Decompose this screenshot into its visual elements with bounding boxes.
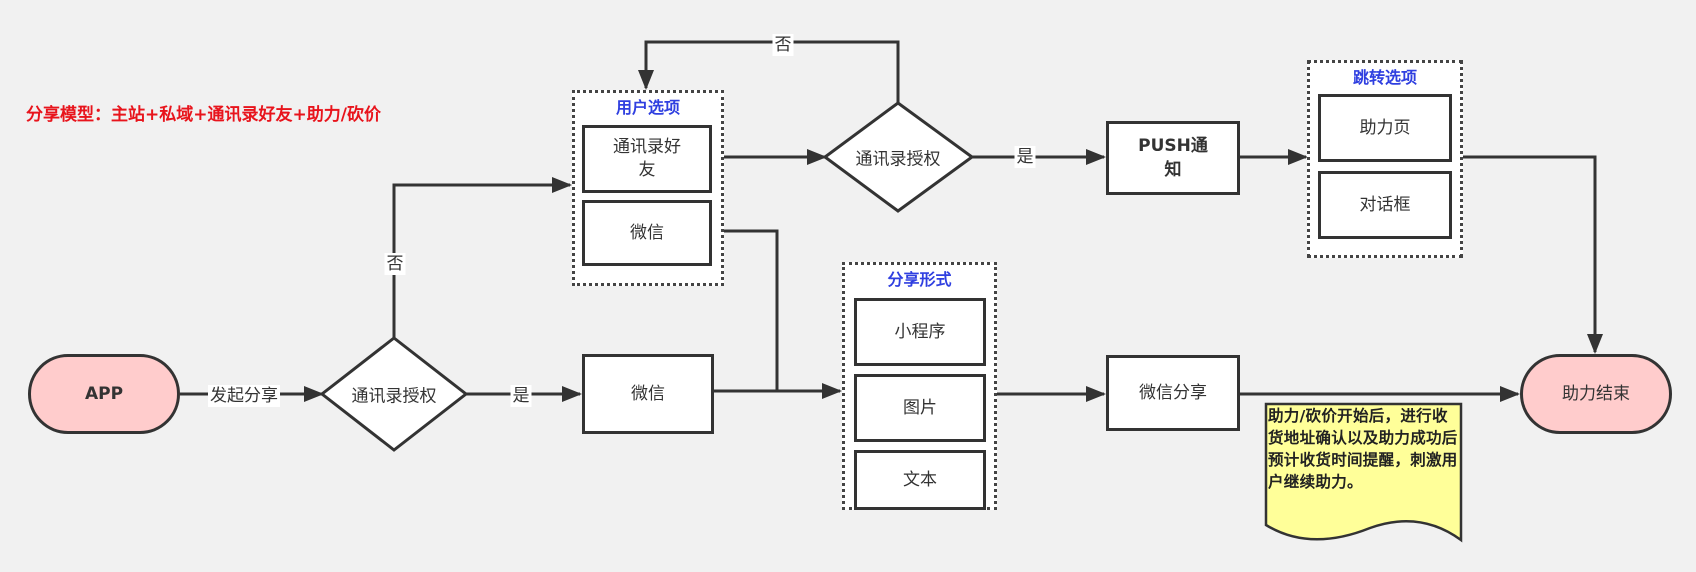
edge-label-start-share: 发起分享 xyxy=(208,385,280,407)
share-form-image: 图片 xyxy=(854,374,986,442)
push-label: PUSH通 知 xyxy=(1138,136,1208,180)
end-node: 助力结束 xyxy=(1520,354,1672,434)
note-shape xyxy=(1264,402,1463,543)
jump-option-dialog: 对话框 xyxy=(1318,171,1452,239)
edge-label-no2: 否 xyxy=(772,34,794,56)
decision1-shape xyxy=(319,336,469,452)
diagram-title: 分享模型：主站+私域+通讯录好友+助力/砍价 xyxy=(26,105,381,125)
decision1-label: 通讯录授权 xyxy=(351,386,437,407)
user-option-wechat: 微信 xyxy=(582,200,712,266)
wechat-share-node: 微信分享 xyxy=(1106,355,1240,431)
share-forms-title: 分享形式 xyxy=(887,270,952,289)
jump-option-assist-page-label: 助力页 xyxy=(1359,118,1411,138)
edge-decision1-no xyxy=(392,177,572,338)
jump-option-dialog-label: 对话框 xyxy=(1359,195,1411,215)
edge-decision2-no xyxy=(638,40,900,103)
edge-jump-to-end xyxy=(1461,155,1603,354)
share-form-text: 文本 xyxy=(854,450,986,510)
jump-options-title: 跳转选项 xyxy=(1352,68,1417,87)
user-option-contacts: 通讯录好 友 xyxy=(582,125,712,193)
edge-label-no1: 否 xyxy=(384,253,406,275)
note-text: 助力/砍价开始后，进行收货地址确认以及助力成功后预计收货时间提醒，刺激用户继续助… xyxy=(1268,407,1458,491)
app-node: APP xyxy=(28,354,180,434)
edge-label-yes1: 是 xyxy=(510,385,532,407)
app-label: APP xyxy=(84,384,124,404)
decision2-shape xyxy=(822,101,975,213)
share-form-miniprogram-label: 小程序 xyxy=(894,322,946,342)
edge-label-yes2: 是 xyxy=(1014,146,1036,168)
decision2-label: 通讯录授权 xyxy=(855,149,941,170)
user-options-title: 用户选项 xyxy=(615,98,680,117)
user-option-contacts-label: 通讯录好 友 xyxy=(613,137,681,180)
jump-option-assist-page: 助力页 xyxy=(1318,94,1452,162)
share-form-text-label: 文本 xyxy=(903,470,937,490)
wechat-node: 微信 xyxy=(582,354,714,434)
user-option-wechat-label: 微信 xyxy=(630,223,664,243)
wechat-label: 微信 xyxy=(631,384,665,404)
edge-useroption-wechat-to-forms xyxy=(712,229,842,399)
end-label: 助力结束 xyxy=(1562,384,1630,404)
share-form-image-label: 图片 xyxy=(903,398,937,418)
wechat-share-label: 微信分享 xyxy=(1139,383,1207,403)
push-node: PUSH通 知 xyxy=(1106,121,1240,195)
share-form-miniprogram: 小程序 xyxy=(854,298,986,366)
